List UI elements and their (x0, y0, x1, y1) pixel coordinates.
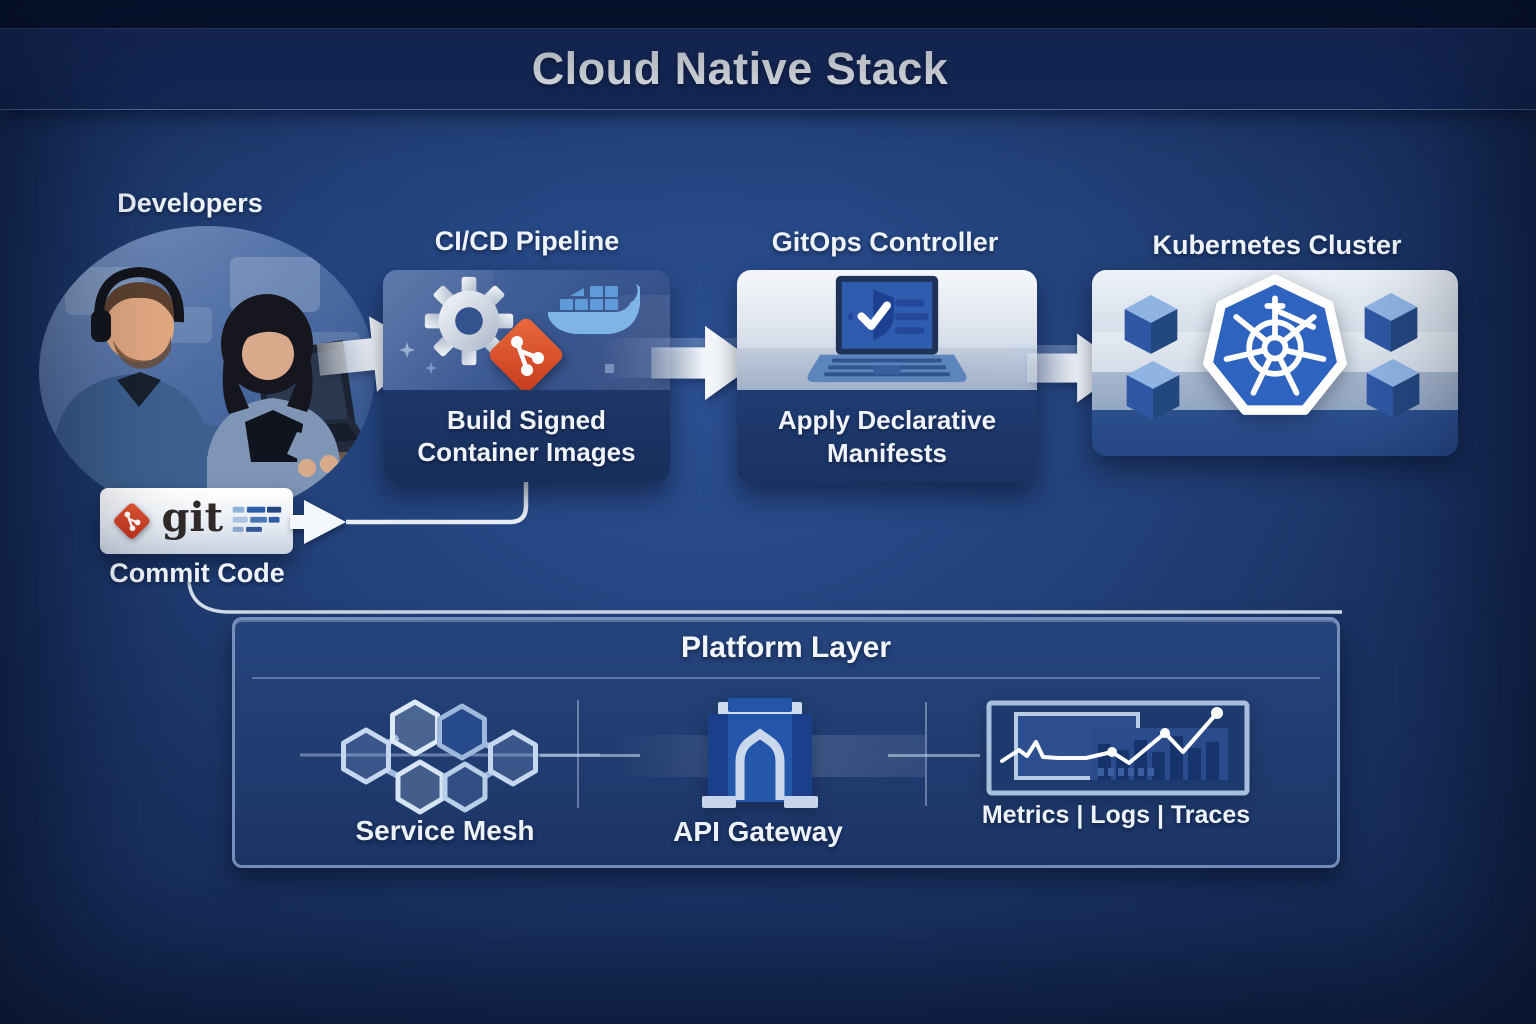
diff-lines-icon (232, 506, 282, 532)
sparkle-icon (399, 342, 415, 358)
pod-cube-icon (1366, 359, 1420, 418)
kubernetes-label: Kubernetes Cluster (1152, 230, 1402, 260)
gear-icon (424, 276, 514, 366)
top-strip (0, 0, 1536, 29)
git-wordmark: git (161, 494, 224, 541)
pod-cube-icon (1126, 361, 1180, 420)
cicd-caption: Build Signed Container Images (383, 390, 670, 482)
gateway-arch-icon (702, 698, 818, 808)
pod-cube-icon (1364, 293, 1418, 352)
platform-layer-title: Platform Layer (680, 631, 892, 664)
kubernetes-icon-panel (1092, 270, 1458, 420)
divider-cross-line (540, 754, 640, 757)
cicd-box: Build Signed Container Images (383, 270, 670, 482)
cicd-label: CI/CD Pipeline (434, 226, 620, 256)
laptop-shield-icon (807, 275, 967, 383)
service-mesh-label: Service Mesh (355, 815, 535, 846)
developers-photo (39, 226, 375, 517)
git-icon (489, 318, 563, 392)
divider-cross-line (888, 754, 980, 757)
cicd-icon-panel (383, 270, 670, 392)
observability-chart-icon (986, 700, 1250, 796)
arrow-right-icon (651, 325, 757, 401)
gitops-icon-panel (737, 270, 1037, 390)
developers-label: Developers (117, 188, 263, 218)
sparkle-icon (425, 362, 437, 374)
platform-title-divider (252, 677, 1320, 679)
git-commit-card: git (100, 488, 293, 554)
gitops-box: Apply Declarative Manifests (737, 270, 1037, 483)
gitops-label: GitOps Controller (771, 227, 999, 257)
header-band: Cloud Native Stack (0, 29, 1536, 110)
api-gateway-label: API Gateway (673, 816, 843, 847)
observability-label: Metrics | Logs | Traces (981, 801, 1251, 829)
pod-cube-icon (1124, 295, 1178, 354)
kubernetes-helm-icon (1203, 274, 1347, 415)
kubernetes-box (1092, 270, 1458, 456)
git-icon (114, 503, 150, 539)
docker-icon (548, 284, 640, 334)
gitops-caption: Apply Declarative Manifests (737, 390, 1037, 483)
page-title: Cloud Native Stack (531, 43, 949, 94)
commit-code-label: Commit Code (109, 558, 285, 588)
hexagon-mesh-icon (300, 699, 600, 815)
arrow-right-icon (290, 500, 346, 544)
